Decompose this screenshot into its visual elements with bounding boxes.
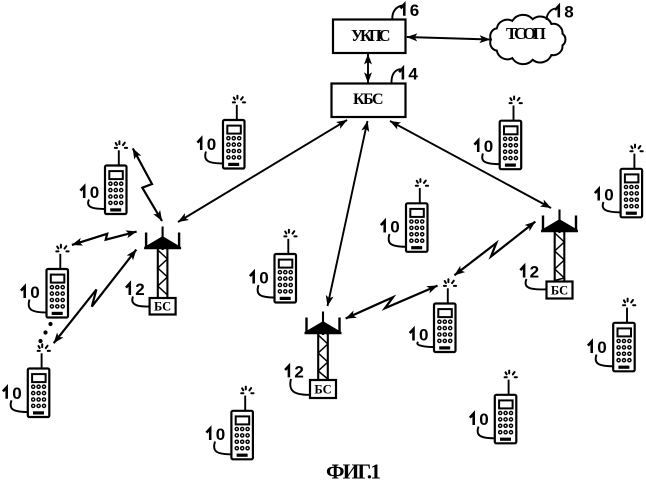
svg-text:0: 0	[604, 186, 613, 205]
svg-text:0: 0	[207, 135, 216, 154]
svg-text:0: 0	[30, 283, 39, 302]
svg-text:БС: БС	[314, 382, 331, 396]
svg-text:ТСОП: ТСОП	[506, 24, 546, 43]
svg-text:2: 2	[294, 362, 303, 381]
svg-text:УКПС: УКПС	[351, 26, 391, 45]
svg-text:2: 2	[135, 280, 144, 299]
svg-text:4: 4	[408, 65, 418, 84]
svg-text:БС: БС	[154, 300, 171, 314]
svg-text:БС: БС	[551, 283, 568, 297]
svg-text:ФИГ.1: ФИГ.1	[326, 460, 381, 483]
svg-text:0: 0	[419, 326, 428, 345]
svg-text:0: 0	[597, 338, 606, 357]
svg-text:0: 0	[484, 137, 493, 156]
svg-text:6: 6	[410, 1, 419, 20]
svg-text:КБС: КБС	[353, 91, 384, 108]
svg-text:0: 0	[216, 425, 225, 444]
svg-text:8: 8	[564, 2, 573, 21]
svg-text:2: 2	[530, 263, 539, 282]
svg-text:0: 0	[259, 269, 268, 288]
svg-text:0: 0	[479, 410, 488, 429]
svg-text:0: 0	[390, 218, 399, 237]
svg-text:0: 0	[90, 183, 99, 202]
svg-text:0: 0	[12, 384, 21, 403]
